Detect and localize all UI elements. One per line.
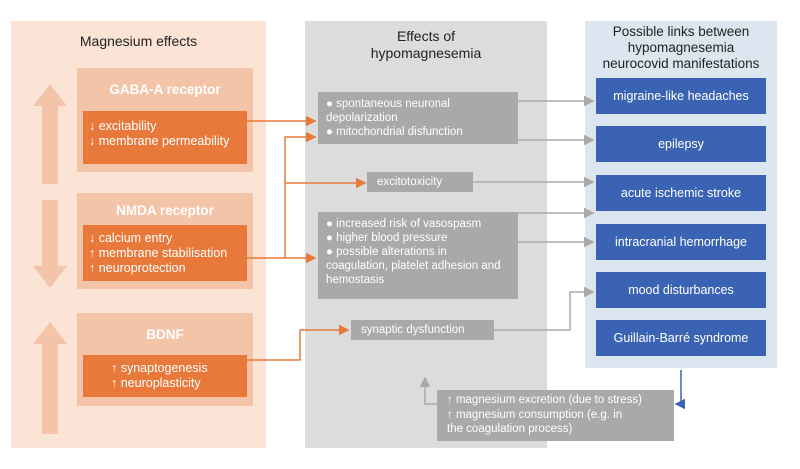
magnesium-effects-title: Magnesium effects bbox=[79, 33, 198, 49]
blue-connector bbox=[674, 370, 685, 410]
bdnf-effects-list: ↑ synaptogenesis ↑ neuroplasticity bbox=[83, 355, 247, 397]
nmda-effects-list: ↓ calcium entry ↑ membrane stabilisation… bbox=[83, 225, 247, 281]
feedback-box: ↑ magnesium excretion (due to stress) ↑ … bbox=[437, 390, 674, 441]
effect-item: ● increased risk of vasospasm bbox=[326, 218, 482, 230]
manifestations-title: Possible links between hypomagnesemia ne… bbox=[602, 24, 760, 71]
manifestation-box: mood disturbances bbox=[596, 272, 766, 308]
nmda-effect-item: ↑ membrane stabilisation bbox=[89, 246, 228, 260]
manifestation-box: acute ischemic stroke bbox=[596, 175, 766, 211]
gaba-a-effect-item: ↓ excitability bbox=[89, 119, 157, 133]
feedback-line: the coagulation process) bbox=[447, 423, 573, 435]
effect-item: ● spontaneous neuronal depolarization bbox=[326, 98, 450, 124]
vascular-effects-box: ● increased risk of vasospasm ● higher b… bbox=[318, 212, 518, 299]
excitotoxicity-box: excitotoxicity bbox=[367, 172, 473, 192]
bullet-icon: ● bbox=[326, 98, 333, 110]
manifestation-box: epilepsy bbox=[596, 126, 766, 162]
arrow-down-icon bbox=[33, 200, 67, 288]
nmda-effect-item: ↓ calcium entry bbox=[89, 231, 173, 245]
nmda-effect-item: ↑ neuroprotection bbox=[89, 261, 186, 275]
bdnf-effect-item: ↑ neuroplasticity bbox=[111, 376, 201, 390]
gaba-a-effect-item: ↓ membrane permeability bbox=[89, 134, 230, 148]
effect-item: ● higher blood pressure bbox=[326, 232, 448, 244]
nmda-receptor-title: NMDA receptor bbox=[116, 203, 214, 218]
bullet-icon: ● bbox=[326, 218, 333, 230]
bullet-icon: ● bbox=[326, 246, 333, 258]
manifestation-box: Guillain-Barré syndrome bbox=[596, 320, 766, 356]
gaba-a-receptor-title: GABA-A receptor bbox=[109, 82, 221, 97]
manifestation-box: migraine-like headaches bbox=[596, 78, 766, 114]
bdnf-title: BDNF bbox=[146, 327, 184, 342]
arrow-up-icon bbox=[33, 84, 67, 184]
manifestation-box: intracranial hemorrhage bbox=[596, 224, 766, 260]
effect-item: ● mitochondrial disfunction bbox=[326, 126, 463, 138]
effect-item: ● possible alterations in coagulation, p… bbox=[326, 246, 501, 286]
gaba-a-effects-list: ↓ excitability ↓ membrane permeability bbox=[83, 111, 247, 164]
bdnf-effect-item: ↑ synaptogenesis bbox=[111, 361, 208, 375]
neuronal-effects-box: ● spontaneous neuronal depolarization ● … bbox=[318, 92, 518, 144]
arrow-up-icon bbox=[33, 322, 67, 434]
feedback-line: ↑ magnesium consumption (e.g. in bbox=[447, 408, 623, 421]
synaptic-dysfunction-box: synaptic dysfunction bbox=[351, 320, 494, 340]
feedback-line: ↑ magnesium excretion (due to stress) bbox=[447, 394, 642, 406]
bullet-icon: ● bbox=[326, 126, 333, 138]
bullet-icon: ● bbox=[326, 232, 333, 244]
hypomagnesemia-effects-title: Effects of hypomagnesemia bbox=[370, 28, 482, 61]
